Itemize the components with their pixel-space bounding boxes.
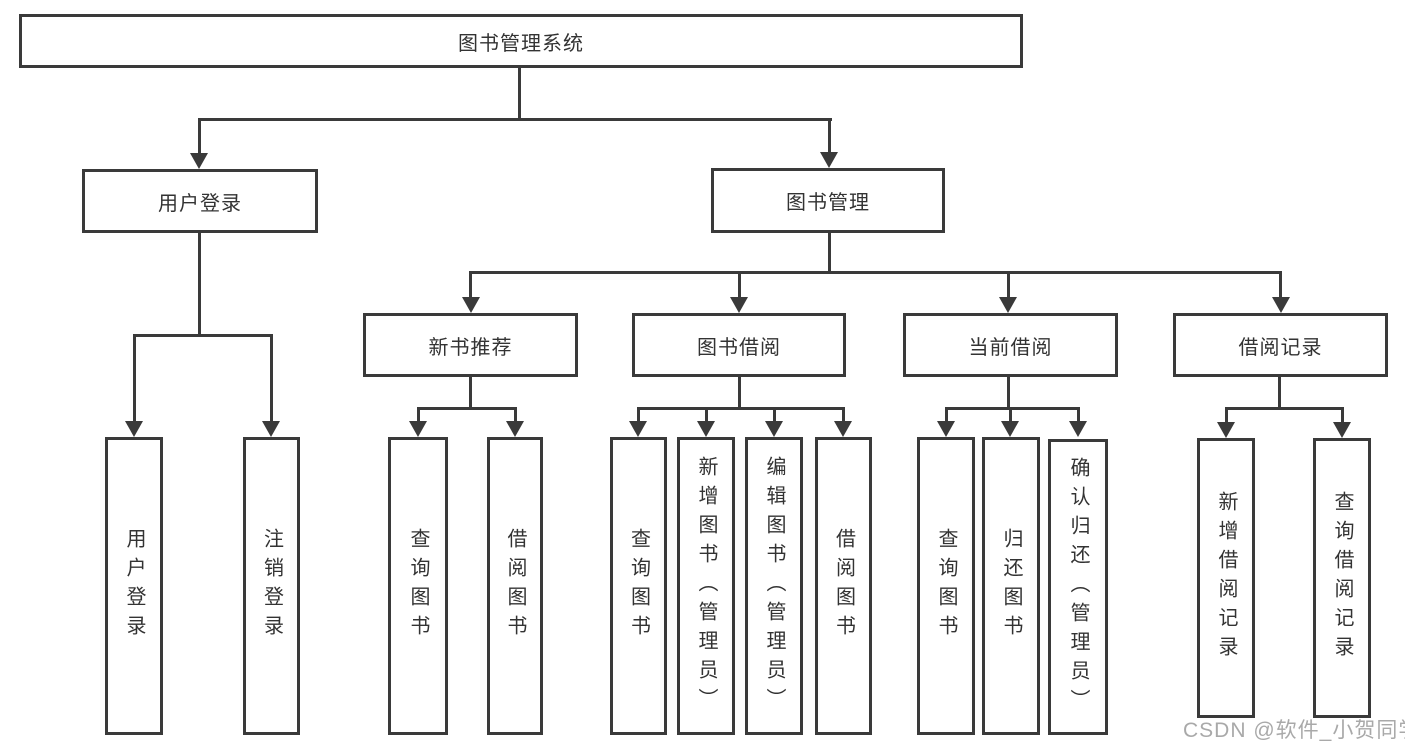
arrow-down-icon bbox=[462, 297, 480, 313]
node-leaf-cb-return-books: 归还图书 bbox=[982, 437, 1040, 735]
arrow-down-icon bbox=[1001, 421, 1019, 437]
edge-to-book-mgmt bbox=[828, 118, 831, 155]
arrow-down-icon bbox=[999, 297, 1017, 313]
edge-to-br-query bbox=[1341, 407, 1344, 424]
node-new-book-rec: 新书推荐 bbox=[363, 313, 578, 377]
edge-current-borrow-stem bbox=[1007, 377, 1010, 409]
edge-to-bb-borrow bbox=[842, 407, 845, 423]
arrow-down-icon bbox=[125, 421, 143, 437]
node-book-borrow: 图书借阅 bbox=[632, 313, 846, 377]
node-leaf-nb-query-books: 查询图书 bbox=[388, 437, 448, 735]
arrow-down-icon bbox=[1217, 422, 1235, 438]
edge-current-borrow-hbar bbox=[945, 407, 1080, 410]
node-book-mgmt: 图书管理 bbox=[711, 168, 945, 233]
edge-to-cb-confirm bbox=[1077, 407, 1080, 423]
edge-user-login-hbar bbox=[133, 334, 273, 337]
node-borrow-records: 借阅记录 bbox=[1173, 313, 1388, 377]
edge-to-ul-login bbox=[133, 334, 136, 424]
arrow-down-icon bbox=[820, 152, 838, 168]
arrow-down-icon bbox=[262, 421, 280, 437]
arrow-down-icon bbox=[697, 421, 715, 437]
node-current-borrow: 当前借阅 bbox=[903, 313, 1118, 377]
edge-to-borrow-records bbox=[1279, 271, 1282, 299]
edge-borrow-records-stem bbox=[1278, 377, 1281, 409]
edge-to-bb-query bbox=[637, 407, 640, 423]
edge-level2-hbar bbox=[198, 118, 832, 121]
arrow-down-icon bbox=[1272, 297, 1290, 313]
arrow-down-icon bbox=[409, 421, 427, 437]
edge-to-user-login bbox=[198, 118, 201, 155]
node-leaf-bb-edit-books-admin: 编辑图书（管理员） bbox=[745, 437, 803, 735]
edge-to-new-book-rec bbox=[469, 271, 472, 299]
edge-to-book-borrow bbox=[738, 271, 741, 299]
edge-to-bb-add bbox=[705, 407, 708, 423]
arrow-down-icon bbox=[190, 153, 208, 169]
edge-new-book-rec-stem bbox=[469, 377, 472, 409]
edge-book-borrow-hbar bbox=[637, 407, 845, 410]
node-leaf-logout: 注销登录 bbox=[243, 437, 300, 735]
node-leaf-br-add-record: 新增借阅记录 bbox=[1197, 438, 1255, 718]
edge-user-login-stem bbox=[198, 233, 201, 334]
node-leaf-user-login: 用户登录 bbox=[105, 437, 163, 735]
node-leaf-cb-confirm-return-admin: 确认归还（管理员） bbox=[1048, 439, 1108, 735]
arrow-down-icon bbox=[1333, 422, 1351, 438]
arrow-down-icon bbox=[730, 297, 748, 313]
node-leaf-bb-borrow-books: 借阅图书 bbox=[815, 437, 872, 735]
edge-to-nb-query bbox=[417, 407, 420, 423]
arrow-down-icon bbox=[937, 421, 955, 437]
edge-root-stem bbox=[518, 68, 521, 118]
arrow-down-icon bbox=[506, 421, 524, 437]
arrow-down-icon bbox=[765, 421, 783, 437]
edge-to-cb-return bbox=[1009, 407, 1012, 423]
edge-to-cb-query bbox=[945, 407, 948, 423]
edge-to-br-add bbox=[1225, 407, 1228, 424]
edge-to-bb-edit bbox=[773, 407, 776, 423]
node-leaf-nb-borrow-books: 借阅图书 bbox=[487, 437, 543, 735]
arrow-down-icon bbox=[629, 421, 647, 437]
node-leaf-bb-add-books-admin: 新增图书（管理员） bbox=[677, 437, 735, 735]
edge-borrow-records-hbar bbox=[1225, 407, 1344, 410]
edge-to-ul-logout bbox=[270, 334, 273, 424]
edge-book-borrow-stem bbox=[738, 377, 741, 409]
node-leaf-br-query-record: 查询借阅记录 bbox=[1313, 438, 1371, 718]
edge-to-nb-borrow bbox=[514, 407, 517, 423]
node-user-login: 用户登录 bbox=[82, 169, 318, 233]
edge-book-mgmt-stem bbox=[828, 233, 831, 273]
edge-to-current-borrow bbox=[1007, 271, 1010, 299]
edge-level3-hbar bbox=[469, 271, 1282, 274]
arrow-down-icon bbox=[1069, 421, 1087, 437]
node-leaf-bb-query-books: 查询图书 bbox=[610, 437, 667, 735]
node-leaf-cb-query-books: 查询图书 bbox=[917, 437, 975, 735]
arrow-down-icon bbox=[834, 421, 852, 437]
edge-new-book-rec-hbar bbox=[417, 407, 517, 410]
node-root: 图书管理系统 bbox=[19, 14, 1023, 68]
csdn-watermark: CSDN @软件_小贺同学 bbox=[1183, 719, 1405, 742]
